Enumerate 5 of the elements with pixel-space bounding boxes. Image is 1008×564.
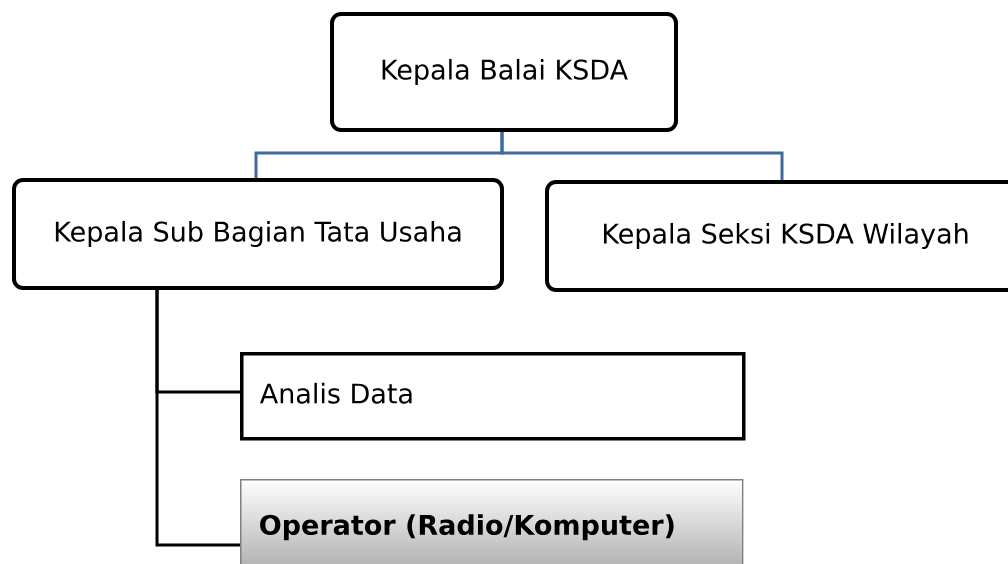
org-box: Kepala Seksi KSDA Wilayah [545, 180, 1008, 292]
org-box: Kepala Sub Bagian Tata Usaha [12, 178, 504, 290]
org-box: Kepala Balai KSDA [330, 12, 678, 132]
org-box: Analis Data [240, 352, 746, 441]
shaded-box: Operator (Radio/Komputer) [240, 479, 744, 564]
